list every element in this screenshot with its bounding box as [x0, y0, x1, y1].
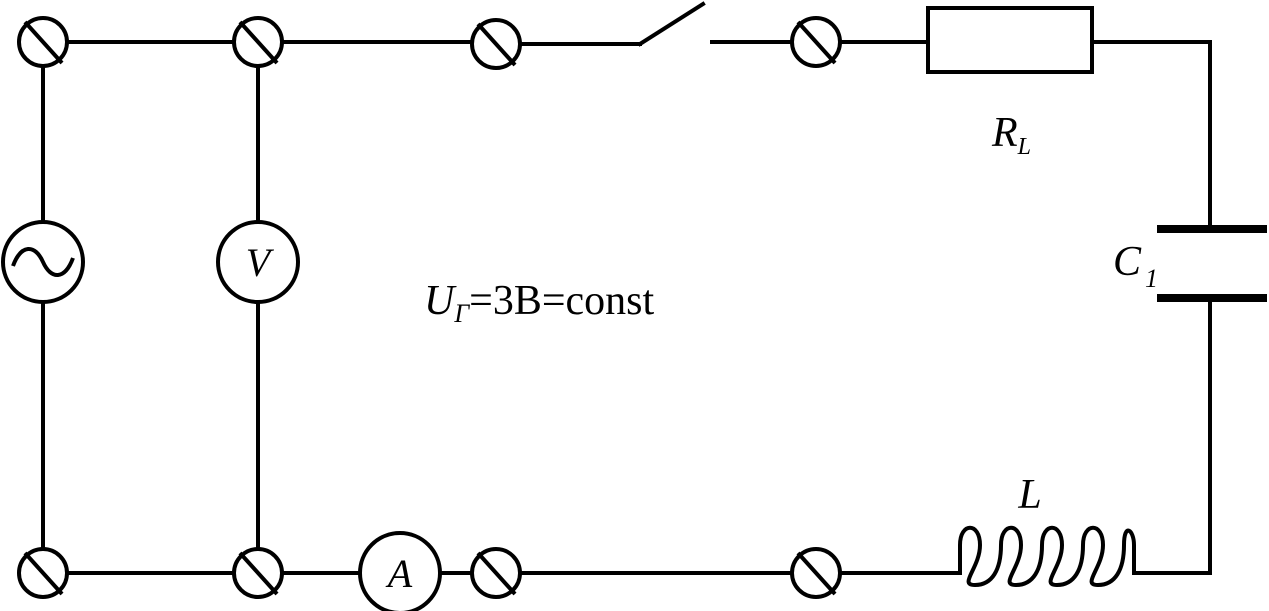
capacitor [1157, 225, 1267, 302]
voltmeter-label: V [246, 240, 275, 285]
capacitor-label-sub: 1 [1145, 264, 1158, 293]
equation-u: U [424, 278, 457, 324]
equation-rest: =3В=const [469, 278, 654, 324]
capacitor-plate-bottom [1157, 294, 1267, 302]
generator-voltage-equation: UГ=3В=const [424, 278, 655, 328]
resistor [926, 6, 1094, 74]
capacitor-plate-top [1157, 225, 1267, 233]
inductor-label: L [1017, 472, 1041, 518]
terminal-top-2 [232, 16, 284, 68]
terminal-top-3 [470, 18, 522, 70]
ammeter-label: A [385, 551, 413, 596]
terminal-bottom-4 [790, 547, 842, 599]
voltmeter: V [216, 220, 300, 304]
sine-wave-icon [11, 247, 75, 277]
resistor-label-sub: L [1017, 134, 1031, 160]
terminal-bottom-left [17, 547, 69, 599]
equation-sub: Г [453, 299, 470, 328]
switch-blade [637, 1, 706, 47]
terminal-top-left [17, 16, 69, 68]
ac-generator [1, 220, 85, 304]
resistor-label: RL [991, 110, 1031, 160]
resistor-label-main: R [991, 110, 1018, 156]
wires [41, 40, 1212, 575]
capacitor-label-main: C [1113, 239, 1142, 285]
inductor [958, 525, 1136, 588]
terminals [17, 16, 842, 599]
terminal-bottom-3 [470, 547, 522, 599]
ammeter: A [358, 531, 442, 611]
terminal-bottom-2 [232, 547, 284, 599]
terminal-top-4 [790, 16, 842, 68]
